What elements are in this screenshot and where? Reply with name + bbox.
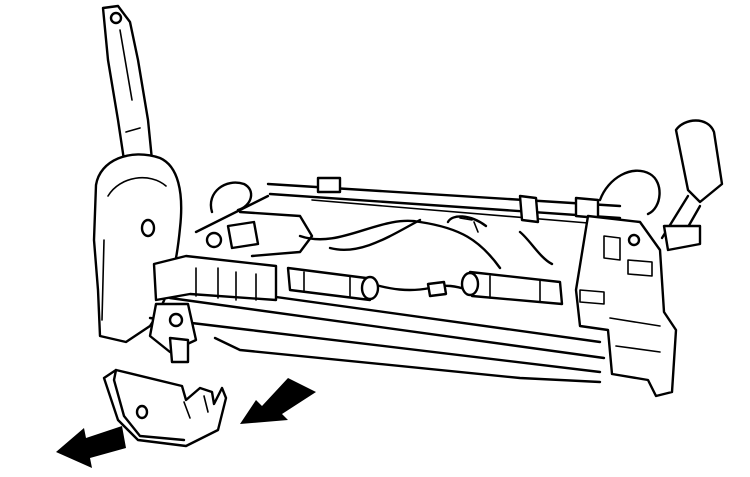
harness-connector <box>426 217 479 298</box>
motor-left <box>286 266 380 302</box>
seat-cover-bracket <box>102 368 228 448</box>
rear-rail <box>316 176 600 224</box>
install-direction-arrow-right <box>240 378 316 424</box>
adjust-lever-handle <box>660 119 724 252</box>
seat-frame-assembly <box>92 4 724 398</box>
install-direction-arrow-left <box>56 426 126 468</box>
right-end-bracket <box>574 214 678 398</box>
motor-right <box>460 270 564 306</box>
left-gear-housing <box>148 210 314 364</box>
